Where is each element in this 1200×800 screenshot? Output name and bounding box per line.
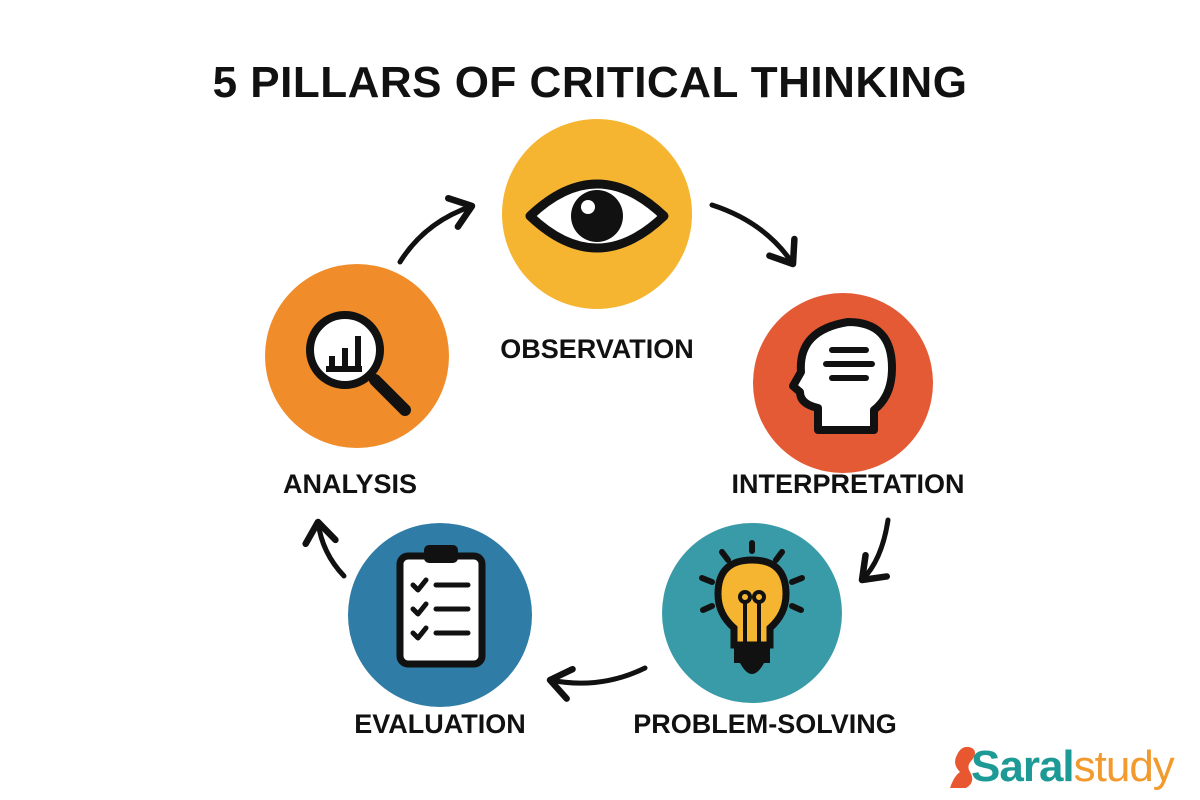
arrow-interpretation-to-problem-solving — [858, 517, 891, 584]
label-problem-solving: PROBLEM-SOLVING — [633, 709, 897, 739]
arrow-observation-to-interpretation — [709, 202, 798, 268]
saralstudy-logo: Saralstudy — [945, 742, 1175, 792]
problem-solving-node — [662, 523, 842, 703]
logo-text-study: study — [1073, 742, 1175, 791]
label-observation: OBSERVATION — [500, 334, 694, 364]
arrow-problem-solving-to-evaluation — [546, 665, 648, 702]
logo-text-saral: Saral — [971, 742, 1075, 791]
arrow-evaluation-to-analysis — [302, 518, 347, 579]
lightbulb-icon — [699, 540, 805, 674]
clipboard-checklist-icon — [396, 545, 486, 668]
analysis-node — [265, 264, 449, 448]
interpretation-node — [753, 293, 933, 473]
arrow-analysis-to-observation — [397, 195, 476, 265]
head-icon — [789, 318, 896, 434]
label-interpretation: INTERPRETATION — [731, 469, 965, 499]
page-title: 5 PILLARS OF CRITICAL THINKING — [212, 58, 968, 107]
magnifier-chart-icon — [306, 311, 411, 416]
observation-node — [502, 119, 692, 309]
evaluation-node — [348, 523, 532, 707]
eye-icon — [525, 179, 669, 253]
saralstudy-logo-mark — [950, 746, 975, 788]
label-evaluation: EVALUATION — [354, 709, 526, 739]
label-analysis: ANALYSIS — [282, 469, 418, 499]
